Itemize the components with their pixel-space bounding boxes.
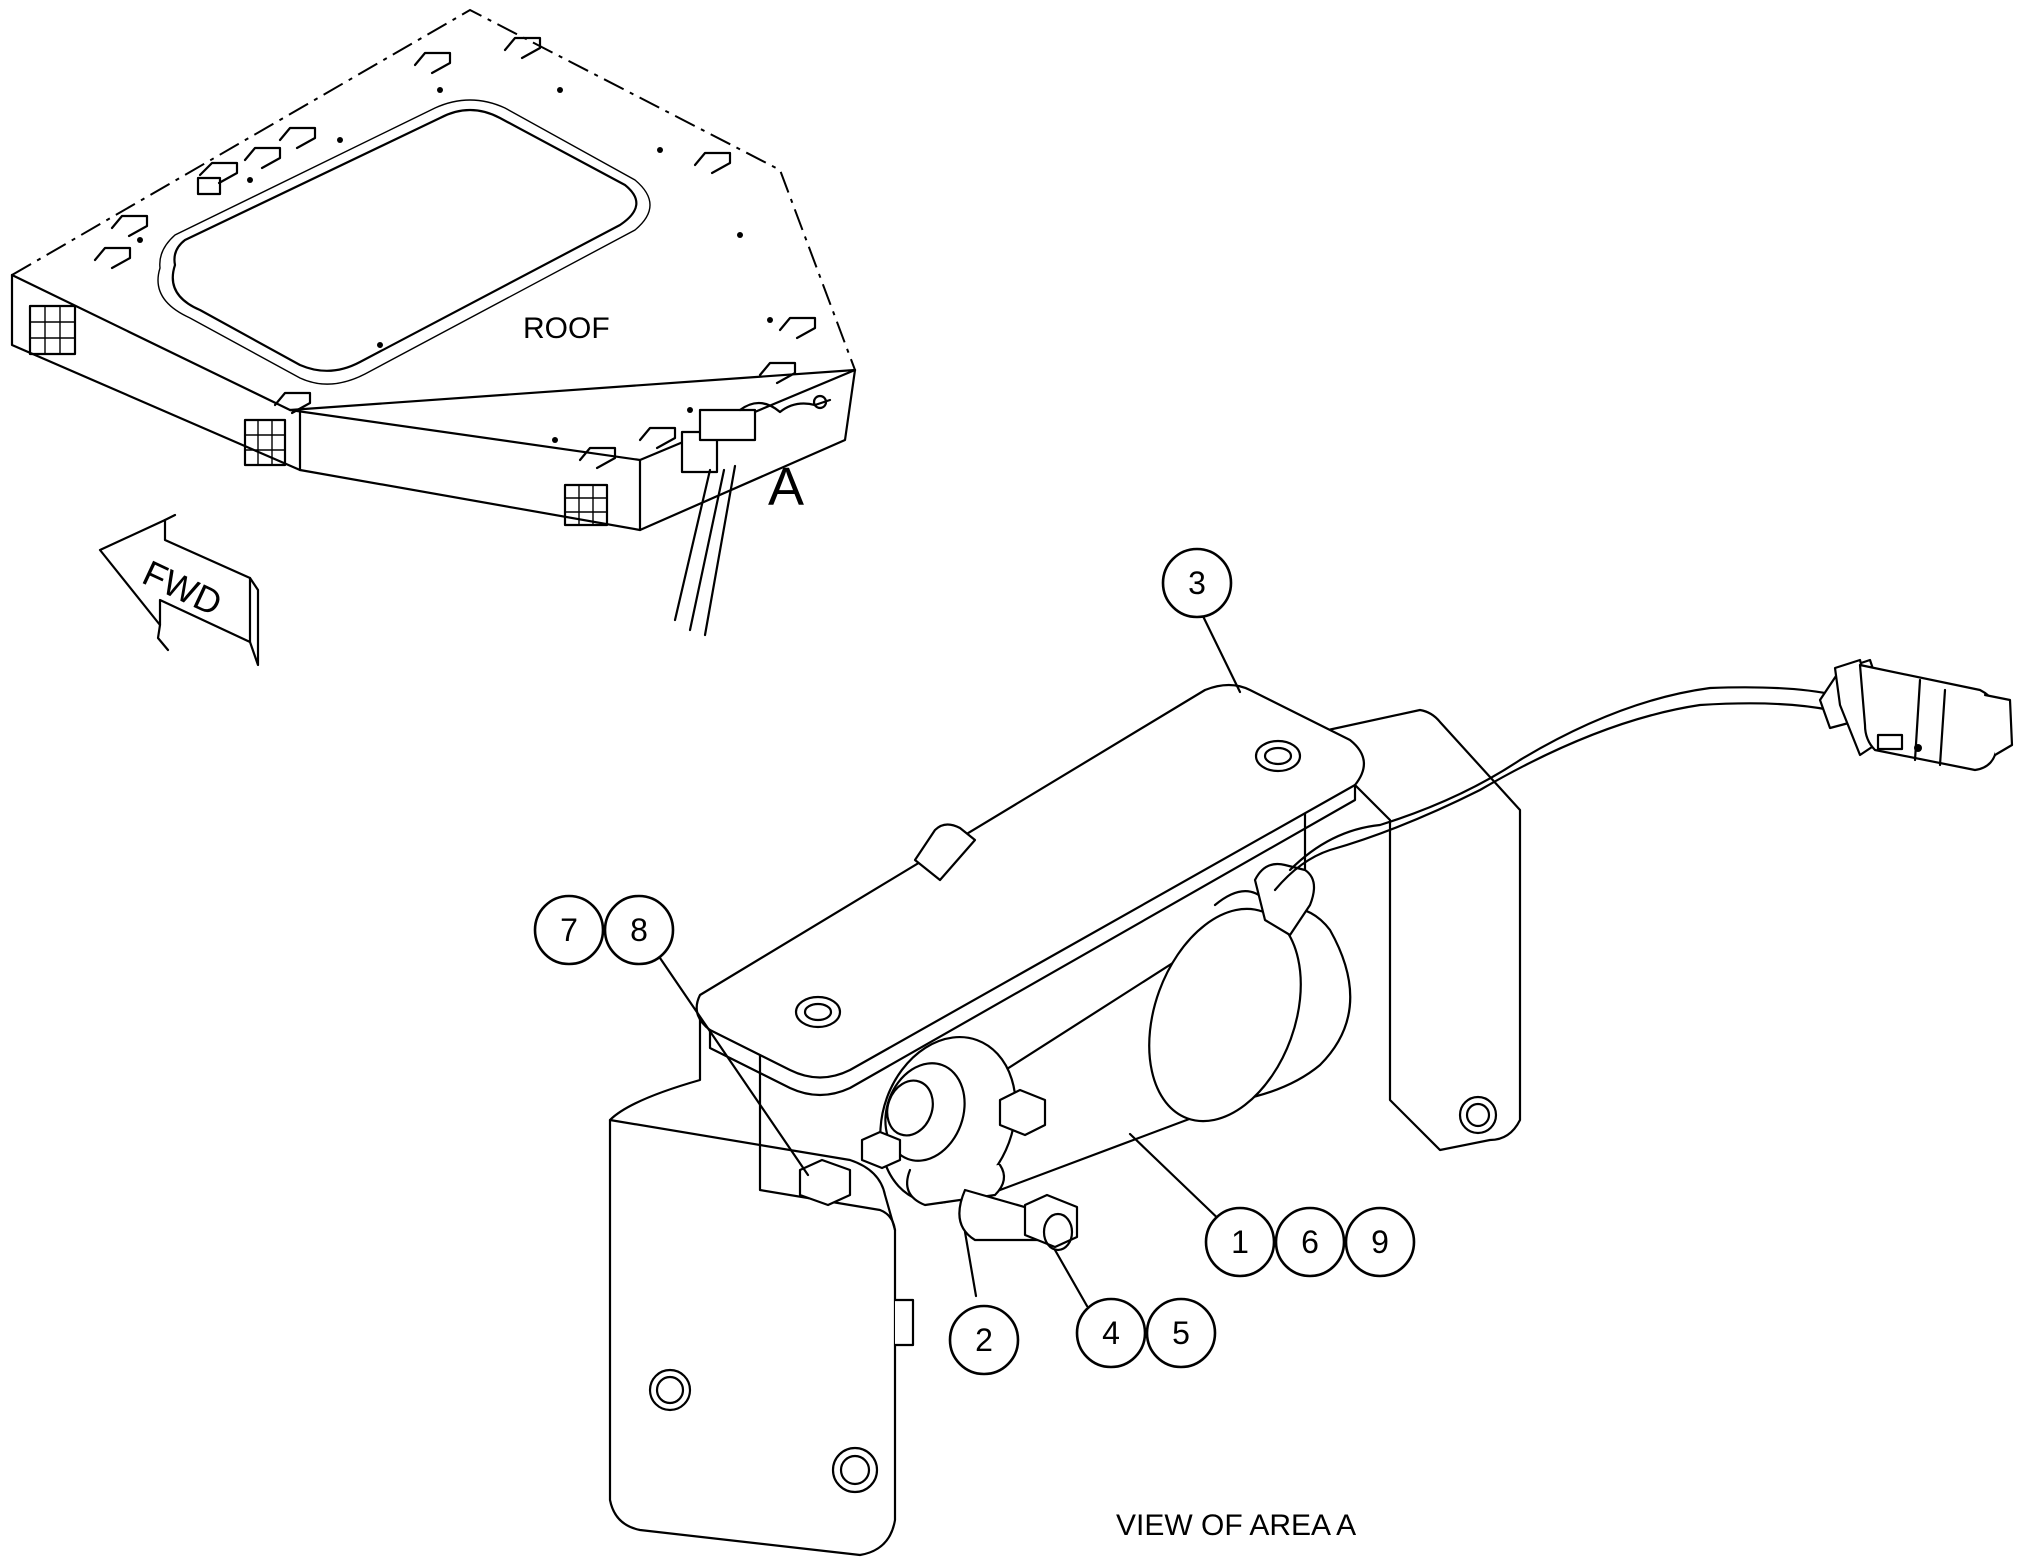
callout-3: 3 xyxy=(1161,547,1233,619)
svg-text:7: 7 xyxy=(560,912,578,948)
front-bracket-hole-1 xyxy=(648,1368,692,1412)
cable-grommet xyxy=(1253,862,1316,937)
valve-detail: 3 7 8 1 6 9 2 4 xyxy=(533,547,2014,1557)
roof-label: ROOF xyxy=(523,312,610,345)
vent-grille-middle xyxy=(243,418,287,467)
bracket-side-tab xyxy=(893,1298,915,1347)
rear-bracket-hole xyxy=(1458,1095,1498,1135)
svg-text:9: 9 xyxy=(1371,1224,1389,1260)
svg-text:3: 3 xyxy=(1188,565,1206,601)
front-bracket-hole-2 xyxy=(831,1446,879,1494)
plate-hole-front xyxy=(794,995,842,1029)
view-caption: VIEW OF AREA A xyxy=(1116,1509,1356,1542)
callout-1: 1 xyxy=(1204,1206,1276,1278)
svg-text:1: 1 xyxy=(1231,1224,1249,1260)
roof-rear-edge xyxy=(11,8,856,371)
leader-4 xyxy=(1053,1248,1089,1308)
leader-2 xyxy=(963,1230,978,1298)
callout-9: 9 xyxy=(1344,1206,1416,1278)
callout-7: 7 xyxy=(533,894,605,966)
bracket-bolt-head xyxy=(798,1158,852,1207)
callout-8: 8 xyxy=(603,894,675,966)
connector xyxy=(1818,658,2014,772)
roof-clips xyxy=(93,36,817,470)
leader-lines xyxy=(658,608,1242,1308)
roof-assembly: ROOF A xyxy=(10,8,857,637)
svg-text:2: 2 xyxy=(975,1322,993,1358)
roof-valve-location xyxy=(673,394,832,637)
roof-fasteners xyxy=(137,87,773,443)
svg-text:6: 6 xyxy=(1301,1224,1319,1260)
svg-text:4: 4 xyxy=(1102,1315,1120,1351)
roof-edge-lower xyxy=(288,368,857,462)
area-a-marker: A xyxy=(768,457,804,517)
small-fitting-nut xyxy=(860,1130,902,1170)
rear-bracket xyxy=(1303,708,1522,1152)
front-bracket xyxy=(608,998,897,1557)
forward-arrow: FWD xyxy=(98,513,260,667)
leader-8 xyxy=(658,956,810,1177)
end-cap-nut xyxy=(998,1088,1047,1137)
svg-text:5: 5 xyxy=(1172,1315,1190,1351)
callout-4: 4 xyxy=(1075,1297,1147,1369)
vent-grille-left xyxy=(28,304,77,356)
roof-front-edge xyxy=(10,273,857,532)
callout-5: 5 xyxy=(1145,1297,1217,1369)
roof-top-edge xyxy=(10,273,857,412)
fitting-nut xyxy=(1023,1193,1079,1249)
leader-1 xyxy=(1128,1132,1230,1230)
plate-lug xyxy=(913,823,977,882)
roof-opening-rim xyxy=(157,99,651,385)
roof-opening xyxy=(171,108,638,372)
plate-hole-rear xyxy=(1254,739,1302,773)
vent-grille-right xyxy=(563,483,609,527)
cable-lower xyxy=(1273,702,1832,892)
callout-2: 2 xyxy=(948,1304,1020,1376)
forward-arrow-face xyxy=(98,518,252,644)
callout-6: 6 xyxy=(1274,1206,1346,1278)
cable-upper xyxy=(1288,686,1837,872)
svg-text:8: 8 xyxy=(630,912,648,948)
leader-3 xyxy=(1198,608,1242,694)
